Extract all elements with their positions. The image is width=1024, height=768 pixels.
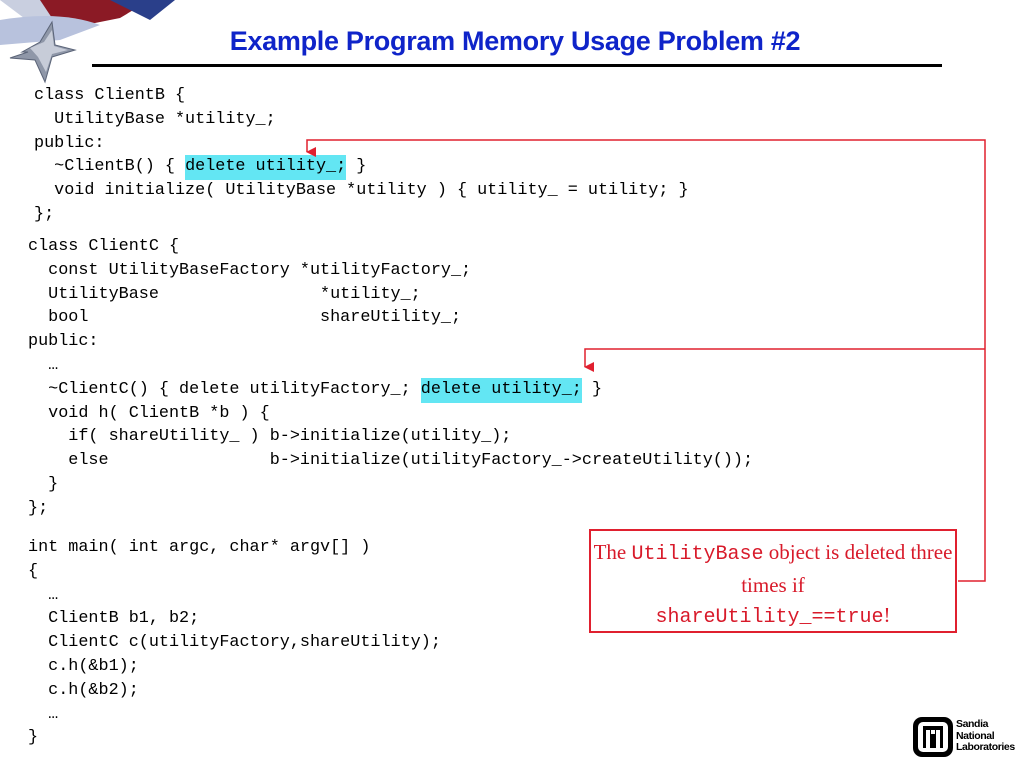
code-token: void h( ClientB *b ) {: [28, 403, 270, 423]
code-line: ClientB b1, b2;: [28, 607, 441, 631]
slide-title: Example Program Memory Usage Problem #2: [229, 26, 801, 56]
code-token: class ClientB {: [34, 86, 186, 105]
org-line-2: National: [956, 729, 995, 742]
code-token: else b->initialize(utilityFactory_->crea…: [28, 451, 754, 471]
code-block-client-c: class ClientC { const UtilityBaseFactory…: [28, 235, 753, 521]
code-token: }: [28, 474, 59, 494]
callout-text-3: !: [883, 603, 891, 627]
code-token: const UtilityBaseFactory *utilityFactory…: [28, 260, 472, 280]
code-line: …: [28, 703, 441, 727]
code-token: c.h(&b2);: [28, 680, 139, 700]
org-line-1: Sandia: [956, 718, 989, 730]
code-line: void h( ClientB *b ) {: [28, 402, 753, 426]
code-token: ClientC c(utilityFactory,shareUtility);: [28, 633, 441, 653]
code-token: }: [581, 379, 603, 399]
arrow-to-client-b: [306, 139, 986, 582]
code-line: class ClientB {: [34, 84, 689, 108]
org-line-3: Laboratories: [956, 741, 1015, 753]
code-line: }: [28, 473, 753, 497]
code-line: c.h(&b2);: [28, 679, 441, 703]
code-line: UtilityBase *utility_;: [28, 283, 753, 307]
code-line: c.h(&b1);: [28, 655, 441, 679]
code-token: {: [28, 561, 39, 581]
code-token: ~ClientC() { delete utilityFactory_;: [28, 379, 421, 399]
arrow-to-client-c: [584, 348, 985, 372]
code-line: ClientC c(utilityFactory,shareUtility);: [28, 631, 441, 655]
callout-text-1: The: [593, 540, 632, 564]
code-line: void initialize( UtilityBase *utility ) …: [34, 179, 689, 203]
code-token: class ClientC {: [28, 237, 180, 256]
code-line: class ClientC {: [28, 235, 753, 259]
code-line: …: [28, 584, 441, 608]
code-token: …: [28, 704, 59, 724]
code-token: }: [28, 728, 39, 748]
code-token: public:: [28, 332, 99, 352]
code-line: …: [28, 354, 753, 378]
code-line: if( shareUtility_ ) b->initialize(utilit…: [28, 425, 753, 449]
sandia-logo-icon: [913, 717, 953, 757]
code-line: UtilityBase *utility_;: [34, 108, 689, 132]
callout-box: The UtilityBase object is deleted three …: [589, 529, 957, 633]
star-logo-icon: [0, 0, 175, 84]
code-line: else b->initialize(utilityFactory_->crea…: [28, 449, 753, 473]
highlighted-delete-statement: delete utility_;: [420, 377, 582, 403]
callout-text-2: object is deleted three times if: [741, 540, 953, 597]
code-line: {: [28, 560, 441, 584]
code-token: UtilityBase *utility_;: [34, 109, 276, 129]
code-token: public:: [34, 133, 105, 153]
code-token: if( shareUtility_ ) b->initialize(utilit…: [28, 427, 512, 447]
code-token: …: [28, 355, 59, 375]
code-line: ~ClientC() { delete utilityFactory_; del…: [28, 377, 753, 403]
code-token: int main( int argc, char* argv[] ): [28, 538, 371, 557]
code-line: };: [34, 203, 689, 227]
code-token: ~ClientB() {: [34, 157, 186, 177]
code-token: c.h(&b1);: [28, 656, 139, 676]
code-token: …: [28, 585, 59, 605]
code-line: };: [28, 497, 753, 521]
code-token: }: [346, 157, 367, 177]
highlighted-delete-statement: delete utility_;: [185, 155, 347, 181]
callout-code-1: UtilityBase: [631, 543, 764, 566]
code-line: public:: [28, 330, 753, 354]
code-token: void initialize( UtilityBase *utility ) …: [34, 181, 689, 201]
callout-code-2: shareUtility_==true: [655, 606, 884, 629]
code-line: int main( int argc, char* argv[] ): [28, 536, 441, 560]
code-block-client-b: class ClientB { UtilityBase *utility_;pu…: [34, 84, 689, 227]
code-line: bool shareUtility_;: [28, 306, 753, 330]
code-line: public:: [34, 132, 689, 156]
code-token: };: [28, 498, 49, 518]
code-line: const UtilityBaseFactory *utilityFactory…: [28, 259, 753, 283]
code-token: };: [34, 204, 55, 224]
code-token: UtilityBase *utility_;: [28, 284, 421, 304]
code-token: bool shareUtility_;: [28, 308, 462, 328]
code-block-main: int main( int argc, char* argv[] ) { … Cl…: [28, 536, 441, 750]
title-divider: [92, 64, 942, 67]
code-token: ClientB b1, b2;: [28, 609, 200, 629]
sandia-wordmark: Sandia National Laboratories: [956, 718, 1020, 754]
code-line: ~ClientB() { delete utility_; }: [34, 155, 689, 181]
code-line: }: [28, 726, 441, 750]
